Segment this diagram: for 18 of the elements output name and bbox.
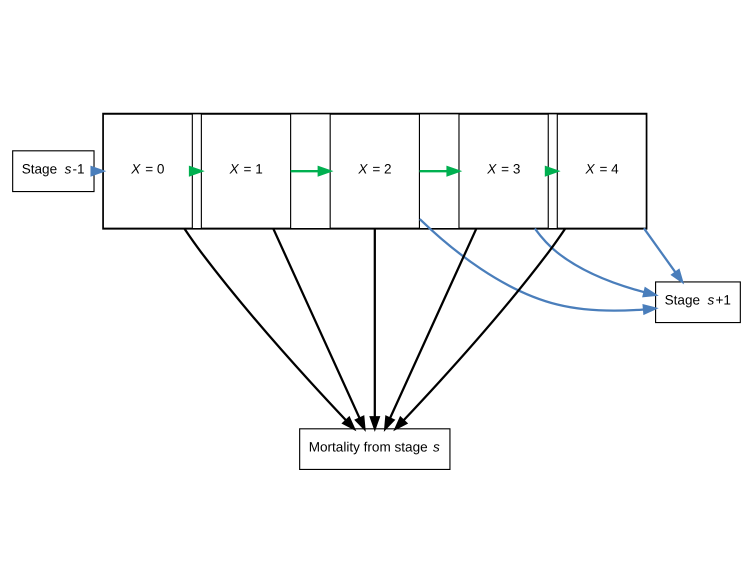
arrow — [418, 218, 659, 316]
node-box: X = 2 — [330, 114, 420, 229]
arrow — [272, 228, 366, 432]
arrow — [642, 228, 684, 285]
node-box: X = 4 — [556, 114, 648, 229]
arrow — [369, 228, 380, 432]
node-box: Stage s+1 — [655, 281, 741, 324]
arrow — [290, 166, 334, 177]
arrow — [183, 228, 356, 432]
arrow — [534, 228, 659, 298]
arrow — [384, 228, 478, 432]
arrow — [188, 166, 205, 177]
node-box: Mortality from stage s — [299, 428, 450, 470]
node-box: X = 1 — [200, 114, 292, 229]
arrow — [544, 166, 561, 177]
arrow — [419, 166, 462, 177]
arrow — [90, 166, 106, 177]
arrow — [393, 228, 566, 432]
